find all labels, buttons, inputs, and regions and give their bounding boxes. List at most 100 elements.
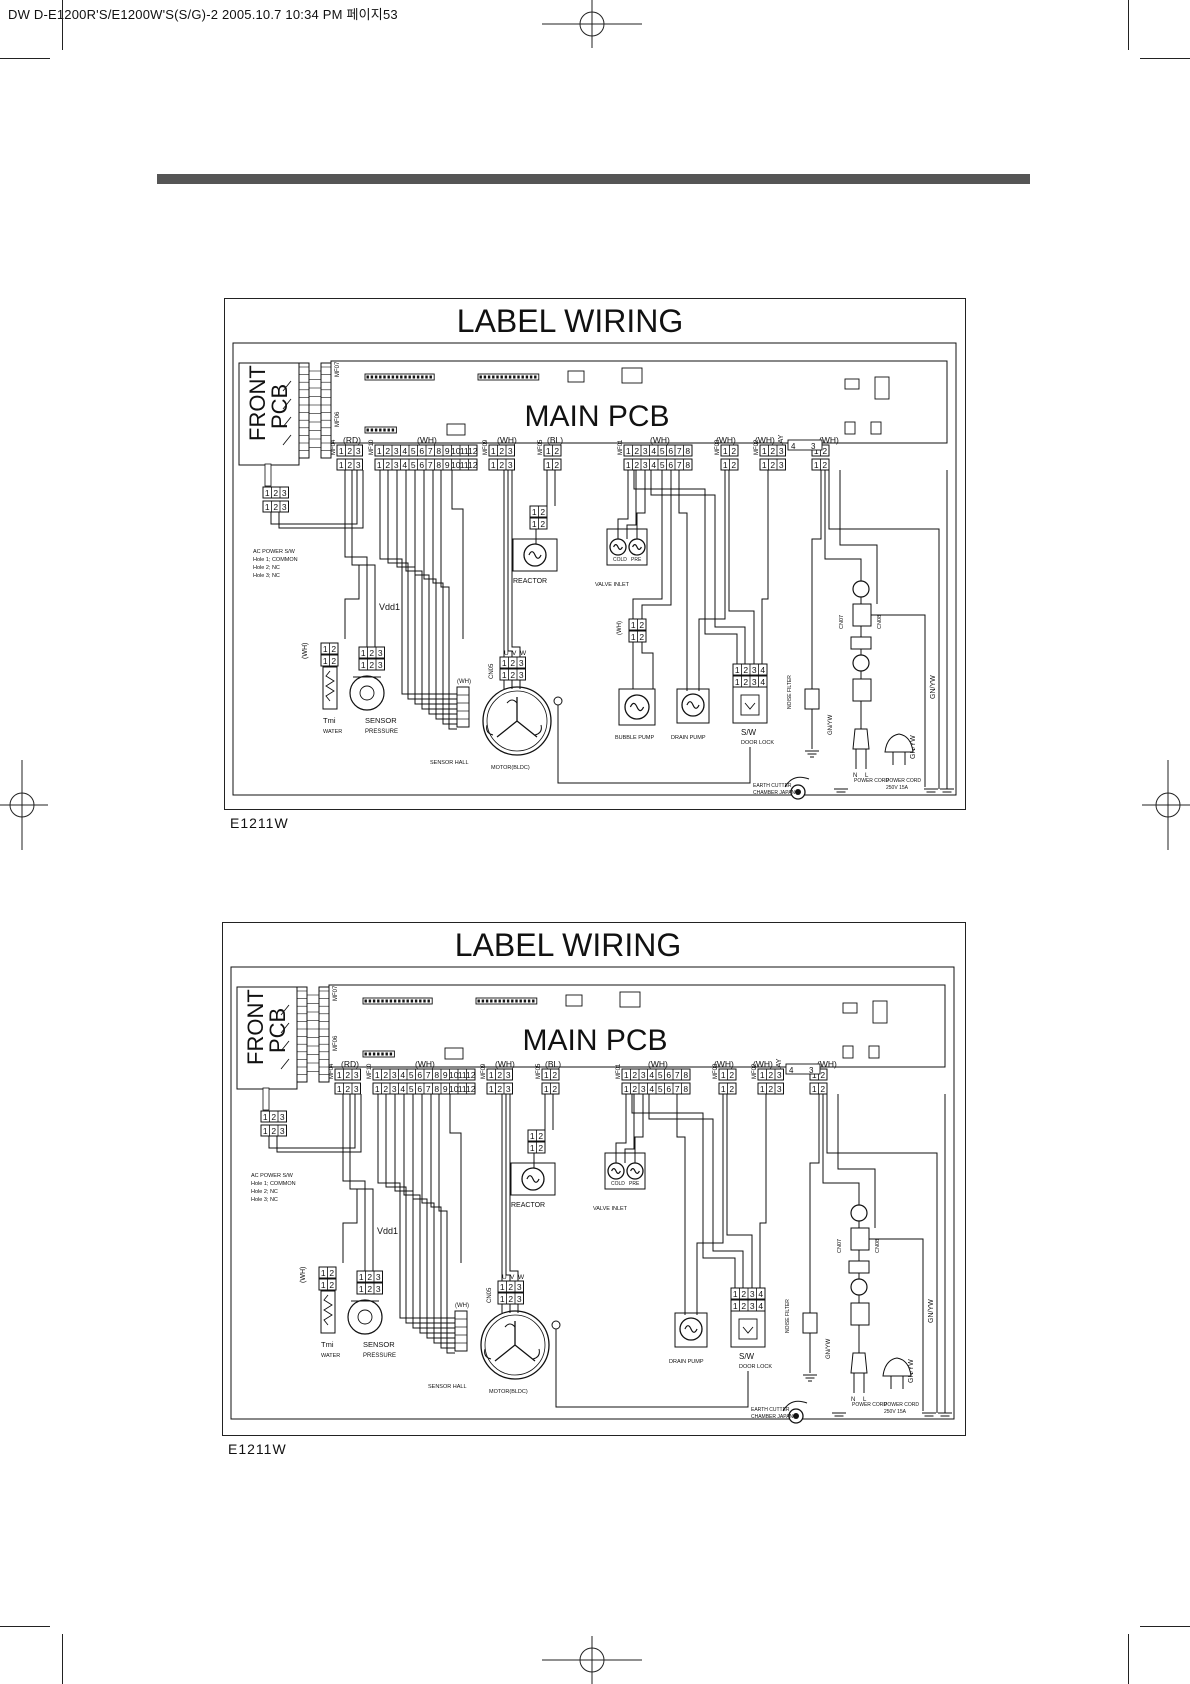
power-connector xyxy=(852,678,872,702)
wire xyxy=(342,1094,366,1271)
connector-tag: MF02 xyxy=(752,1063,758,1079)
connector-top-pin-number: 6 xyxy=(666,1070,671,1080)
wire xyxy=(828,470,940,789)
door-lock-label: S/W xyxy=(741,728,757,737)
bubble-pump-label: BUBBLE PUMP xyxy=(615,735,654,741)
connector-tag: MF09 xyxy=(483,439,489,455)
main-pcb-jack xyxy=(446,423,466,436)
main-pcb-header-pin xyxy=(419,999,422,1003)
connector-top-pin-number: 2 xyxy=(554,446,559,456)
bubble-connector-pin-number: 1 xyxy=(631,620,636,630)
main-pcb-header-pin xyxy=(481,999,485,1003)
connector-group-label: (WH) xyxy=(495,1059,515,1069)
connector-bottom-pin-number: 1 xyxy=(814,460,819,470)
connector-bottom-pin-number: 1 xyxy=(544,1084,549,1094)
ac-power-note: Hole 3; NC xyxy=(251,1197,278,1203)
crop-mark xyxy=(1128,0,1129,50)
connector-group-label: (WH) xyxy=(755,435,775,445)
main-pcb-jack xyxy=(844,378,860,390)
diagram-title: LABEL WIRING xyxy=(455,927,681,963)
valve-cold-coil-coil xyxy=(611,1168,621,1174)
main-pcb-header-pin xyxy=(523,999,527,1003)
reactor-connector-pin-number: 2 xyxy=(540,519,545,529)
main-pcb-header-pin xyxy=(377,999,380,1003)
connector-bottom-body xyxy=(334,1082,361,1095)
main-pcb-header-pin xyxy=(492,375,495,379)
wire xyxy=(809,1094,820,1313)
connector-top-pin-number: 1 xyxy=(337,1070,342,1080)
connector-top-pin-number: 6 xyxy=(417,1070,422,1080)
connector-tag: MF06 xyxy=(333,1035,339,1051)
connector-bottom-pin-number: 7 xyxy=(677,460,682,470)
main-pcb-header-pin xyxy=(393,999,397,1003)
main-pcb-jack xyxy=(874,376,890,400)
ac-power-note: Hole 1; COMMON xyxy=(253,557,298,563)
motor-connector-body xyxy=(497,1292,524,1305)
reactor-connector-pin-number: 1 xyxy=(530,1143,535,1153)
main-pcb-header-pin xyxy=(412,375,416,379)
main-pcb-header-pin xyxy=(511,999,514,1003)
front-lead xyxy=(262,1087,270,1111)
main-pcb-header-pin xyxy=(427,999,430,1003)
connector-bottom-pin-number: 5 xyxy=(658,1084,663,1094)
connector-top-pin-number: 1 xyxy=(812,1070,817,1080)
connector-group-label: (WH) xyxy=(714,1059,734,1069)
wire xyxy=(557,705,751,784)
reactor-coil-coil xyxy=(526,1175,540,1183)
wire-tick xyxy=(280,1058,290,1070)
connector-tag: MF01 xyxy=(618,439,624,455)
main-pcb-header-pin xyxy=(389,999,393,1003)
main-pcb-header xyxy=(475,997,538,1005)
motor-connector-pin-number: 1 xyxy=(500,1294,505,1304)
connector-bottom-pin-number: 7 xyxy=(675,1084,680,1094)
wire xyxy=(641,470,672,619)
ac-power-note: Hole 3; NC xyxy=(253,573,280,579)
pressure-connector-pin-number: 2 xyxy=(369,660,374,670)
wire xyxy=(270,470,358,525)
front-pcb-connector xyxy=(318,986,330,1083)
motor-phase-label: W xyxy=(520,650,527,657)
connector-top-pin-number: 2 xyxy=(552,1070,557,1080)
reactor-connector-pin-number: 1 xyxy=(532,519,537,529)
wire xyxy=(678,470,688,691)
crop-mark xyxy=(1140,1626,1190,1627)
connector-top-pin-number: 4 xyxy=(402,446,407,456)
connector-top-pin-number: 5 xyxy=(409,1070,414,1080)
connector-bottom-pin-number: 2 xyxy=(820,1084,825,1094)
door-lock-connector-pin-number: 3 xyxy=(750,1289,755,1299)
front-pcb-box xyxy=(238,362,300,466)
main-pcb-header-pin xyxy=(379,375,382,379)
connector-top-pin-number: 4 xyxy=(400,1070,405,1080)
pressure-sensor-label: SENSOR xyxy=(363,1340,395,1349)
connector-top-pin-number: 2 xyxy=(731,446,736,456)
pressure-connector-pin-number: 3 xyxy=(376,1272,381,1282)
connector-bottom-pin-number: 4 xyxy=(651,460,656,470)
main-pcb-jack xyxy=(870,421,882,435)
connector-bottom-pin-number: 3 xyxy=(356,460,361,470)
inner-frame xyxy=(232,342,957,796)
connector-top-body xyxy=(757,1068,784,1081)
connector-top-pin-number: 8 xyxy=(683,1070,688,1080)
main-pcb-jack xyxy=(842,1045,854,1059)
connector-bottom-pin-number: 1 xyxy=(626,460,631,470)
connector-bottom-pin-number: 3 xyxy=(643,460,648,470)
connector-top-pin-number: 3 xyxy=(641,1070,646,1080)
wire-tick xyxy=(282,434,292,446)
valve-inlet-label: VALVE INLET xyxy=(593,1206,628,1212)
wire xyxy=(633,470,738,664)
connector-top-pin-number: 1 xyxy=(489,1070,494,1080)
connector-top-pin-number: 2 xyxy=(345,1070,350,1080)
main-pcb-header-pin xyxy=(398,999,401,1003)
wire xyxy=(555,1329,749,1408)
connector-top-pin-number: 2 xyxy=(820,1070,825,1080)
connector-bottom-pin-number: 2 xyxy=(383,1084,388,1094)
door-lock-label: DOOR LOCK xyxy=(739,1364,772,1370)
main-pcb-header-pin xyxy=(429,375,432,379)
